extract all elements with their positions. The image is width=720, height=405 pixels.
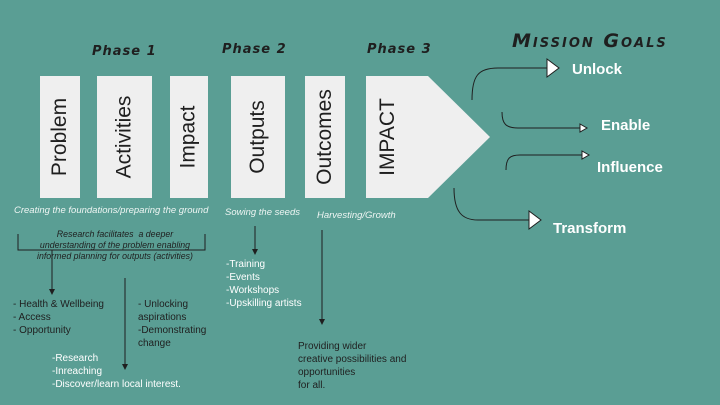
goal-influence: Influence bbox=[597, 159, 663, 176]
enable-arrowhead bbox=[579, 123, 589, 133]
goal-enable: Enable bbox=[601, 117, 651, 134]
impact-list: - Unlocking aspirations -Demonstrating c… bbox=[138, 299, 207, 349]
goal-unlock: Unlock bbox=[572, 61, 623, 78]
sowing-caption: Sowing the seeds bbox=[225, 207, 300, 218]
influence-arrowhead bbox=[581, 150, 591, 160]
activities-list: -Research -Inreaching -Discover/learn lo… bbox=[52, 353, 181, 390]
impact-label: Impact bbox=[177, 105, 200, 169]
outcomes-label: Outcomes bbox=[313, 89, 337, 185]
unlock-connector bbox=[471, 67, 548, 101]
activities-box: Activities bbox=[97, 76, 152, 198]
outcomes-arrowhead bbox=[319, 319, 325, 325]
transform-connector bbox=[453, 187, 530, 221]
unlock-arrowhead bbox=[546, 58, 560, 78]
outputs-list: -Training -Events -Workshops -Upskilling… bbox=[226, 259, 302, 309]
problem-box: Problem bbox=[40, 76, 80, 198]
transform-arrowhead bbox=[528, 210, 542, 230]
impact-box: Impact bbox=[170, 76, 208, 198]
influence-connector bbox=[505, 154, 582, 171]
impact-big-box: IMPACT bbox=[366, 76, 410, 198]
outcomes-box: Outcomes bbox=[305, 76, 345, 198]
phase-3-label: Phase 3 bbox=[367, 42, 432, 57]
phase-2-label: Phase 2 bbox=[222, 42, 287, 57]
problem-arrowhead bbox=[49, 289, 55, 295]
mission-goals-title: Mission Goals bbox=[512, 30, 668, 52]
outputs-label: Outputs bbox=[246, 100, 270, 174]
phase-1-label: Phase 1 bbox=[92, 44, 157, 59]
problem-label: Problem bbox=[48, 97, 72, 177]
impact-big-label: IMPACT bbox=[376, 98, 399, 176]
enable-connector bbox=[501, 111, 580, 129]
outputs-box: Outputs bbox=[231, 76, 285, 198]
activities-arrowhead bbox=[122, 364, 128, 370]
outcomes-note: Providing wider creative possibilities a… bbox=[298, 341, 407, 391]
research-note: Research facilitates a deeper understand… bbox=[37, 229, 193, 261]
phase1-bracket bbox=[17, 234, 206, 251]
harvesting-caption: Harvesting/Growth bbox=[317, 210, 396, 221]
impact-arrow-shape bbox=[366, 76, 490, 198]
problem-list: - Health & Wellbeing - Access - Opportun… bbox=[13, 299, 104, 336]
outputs-arrowhead bbox=[252, 249, 258, 255]
foundations-caption: Creating the foundations/preparing the g… bbox=[14, 205, 209, 216]
goal-transform: Transform bbox=[553, 220, 627, 237]
activities-label: Activities bbox=[112, 95, 136, 179]
